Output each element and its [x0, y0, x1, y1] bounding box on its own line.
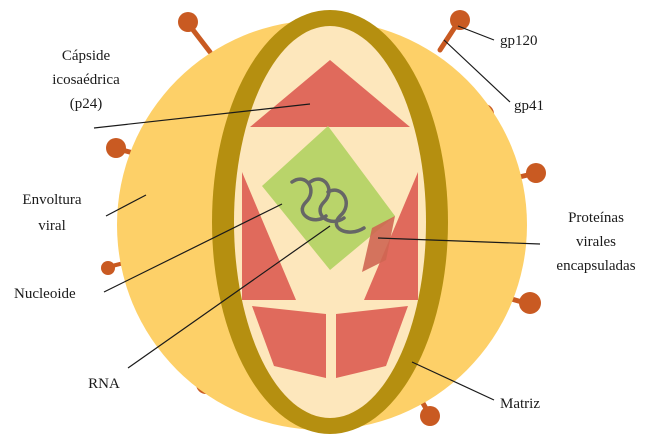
label-rna: RNA [88, 376, 120, 392]
label-proteinas-1: Proteínas [568, 210, 624, 226]
label-matriz: Matriz [500, 396, 540, 412]
label-nucleoide: Nucleoide [14, 286, 76, 302]
leader-gp120 [458, 26, 494, 40]
label-capside-3: (p24) [70, 96, 103, 112]
label-envoltura-1: Envoltura [22, 192, 81, 208]
label-proteinas-3: encapsuladas [556, 258, 635, 274]
spike [178, 12, 210, 52]
label-envoltura-2: viral [38, 218, 66, 234]
label-capside-2: icosaédrica [52, 72, 120, 88]
spike [440, 10, 470, 50]
label-proteinas-2: virales [576, 234, 616, 250]
label-gp120: gp120 [500, 33, 538, 49]
label-gp41: gp41 [514, 98, 544, 114]
label-capside-1: Cápside [62, 48, 111, 64]
